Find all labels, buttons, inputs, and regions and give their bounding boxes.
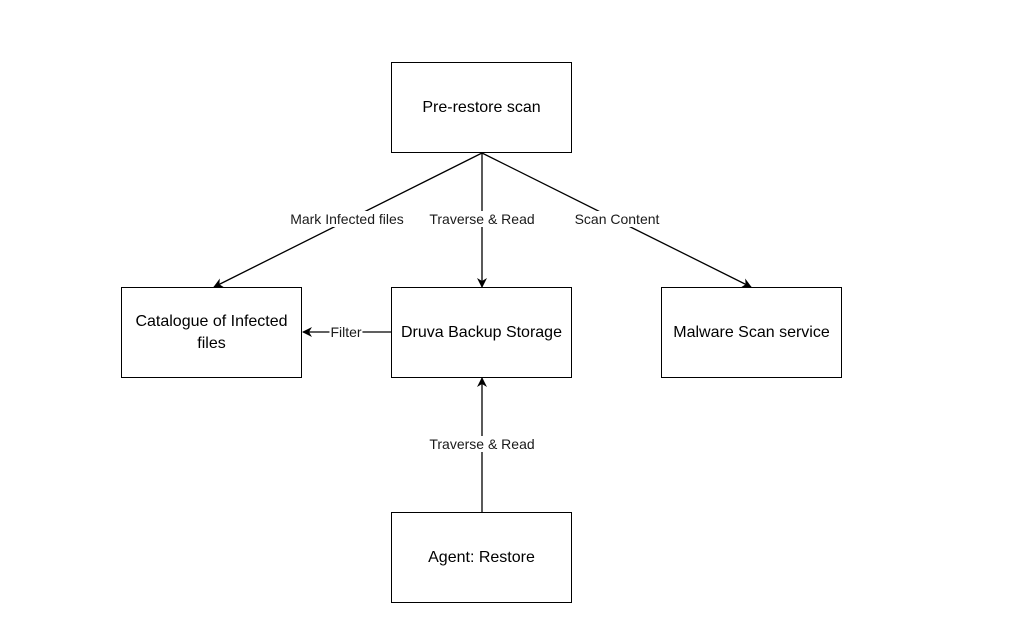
node-label: Druva Backup Storage [401, 323, 562, 341]
node-label: Malware Scan service [673, 323, 830, 341]
edge-label-mark-infected: Mark Infected files [289, 211, 405, 227]
node-malware-scan-service: Malware Scan service [661, 287, 842, 378]
edge-label-traverse-read-top: Traverse & Read [428, 211, 536, 227]
node-label: Agent: Restore [428, 548, 535, 566]
edge-label-filter: Filter [329, 324, 363, 340]
node-pre-restore-scan: Pre-restore scan [391, 62, 572, 153]
node-druva-backup-storage: Druva Backup Storage [391, 287, 572, 378]
edge-label-traverse-read-bottom: Traverse & Read [428, 436, 536, 452]
edge-label-scan-content: Scan Content [573, 211, 661, 227]
node-label: Catalogue of Infected files [135, 312, 288, 352]
node-agent-restore: Agent: Restore [391, 512, 572, 603]
node-label: Pre-restore scan [422, 98, 541, 116]
node-catalogue-of-infected-files: Catalogue of Infected files [121, 287, 302, 378]
